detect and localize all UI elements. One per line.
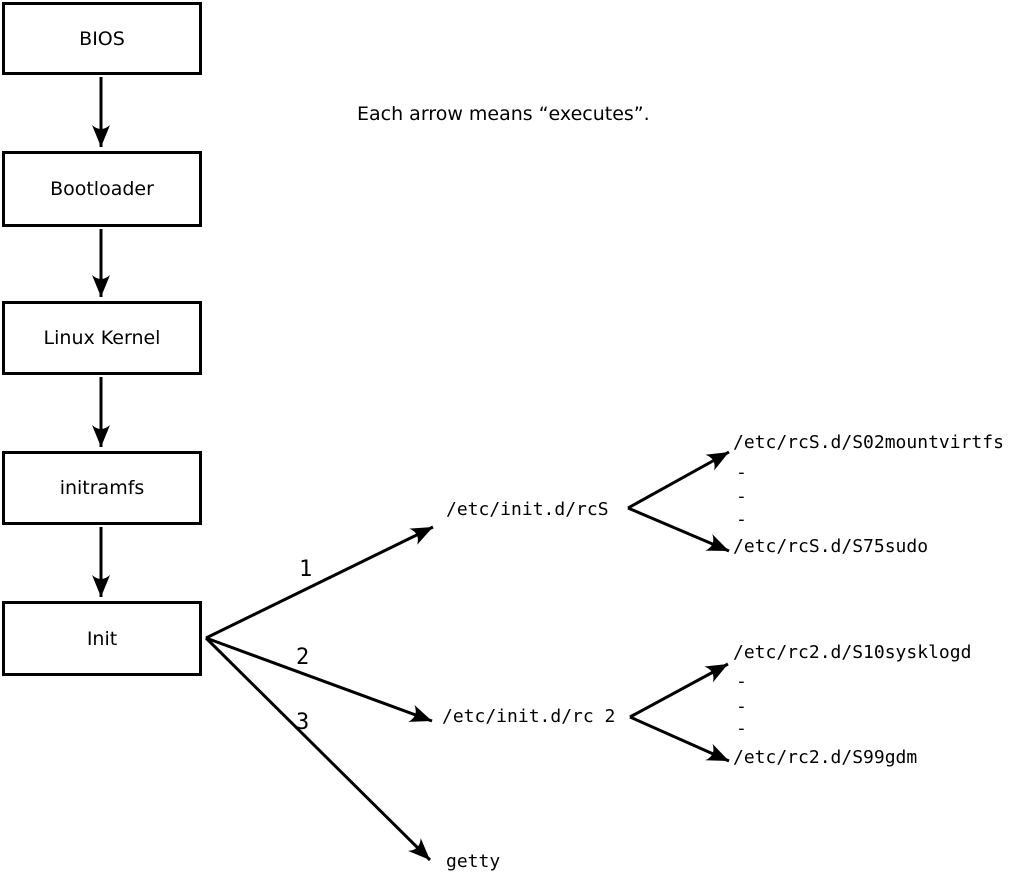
node-etc-init-d-rc2: /etc/init.d/rc 2: [442, 706, 616, 727]
ellipsis-dash: -: [736, 696, 747, 717]
arrow-init-to-rcs: [205, 525, 434, 640]
node-etc-init-d-rcs: /etc/init.d/rcS: [446, 499, 609, 520]
edge-label-3: 3: [296, 710, 310, 735]
edge-label-2: 2: [296, 645, 310, 670]
node-bootloader-label: Bootloader: [50, 178, 154, 200]
node-getty: getty: [446, 851, 501, 872]
node-initramfs-label: initramfs: [59, 477, 145, 499]
node-linux-kernel: Linux Kernel: [2, 301, 202, 375]
arrow-init-to-getty: [204, 636, 432, 862]
node-init: Init: [2, 601, 202, 676]
node-initramfs: initramfs: [2, 451, 202, 525]
arrow-rcs-to-s02mountvirtfs: [627, 450, 730, 510]
edge-label-1: 1: [299, 557, 313, 582]
ellipsis-dash: -: [736, 509, 747, 530]
node-bios-label: BIOS: [79, 27, 125, 50]
node-rc2-s10sysklogd: /etc/rc2.d/S10sysklogd: [733, 642, 972, 663]
legend-caption: Each arrow means “executes”.: [357, 103, 650, 125]
node-rc2-s99gdm: /etc/rc2.d/S99gdm: [733, 747, 918, 768]
arrow-rcs-to-s75sudo: [627, 506, 730, 553]
node-bootloader: Bootloader: [2, 151, 202, 227]
ellipsis-dash: -: [736, 718, 747, 739]
node-rcs-s75sudo: /etc/rcS.d/S75sudo: [733, 536, 929, 557]
ellipsis-dash: -: [736, 486, 747, 507]
arrow-rc2-to-s99gdm: [629, 715, 730, 763]
node-rcs-s02mountvirtfs: /etc/rcS.d/S02mountvirtfs: [733, 432, 1004, 453]
ellipsis-dash: -: [736, 462, 747, 483]
arrow-rc2-to-s10sysklogd: [629, 662, 729, 719]
node-linux-kernel-label: Linux Kernel: [43, 327, 161, 349]
ellipsis-dash: -: [736, 671, 747, 692]
node-init-label: Init: [86, 627, 118, 650]
node-bios: BIOS: [2, 2, 202, 75]
arrow-init-to-rc2: [205, 636, 433, 723]
